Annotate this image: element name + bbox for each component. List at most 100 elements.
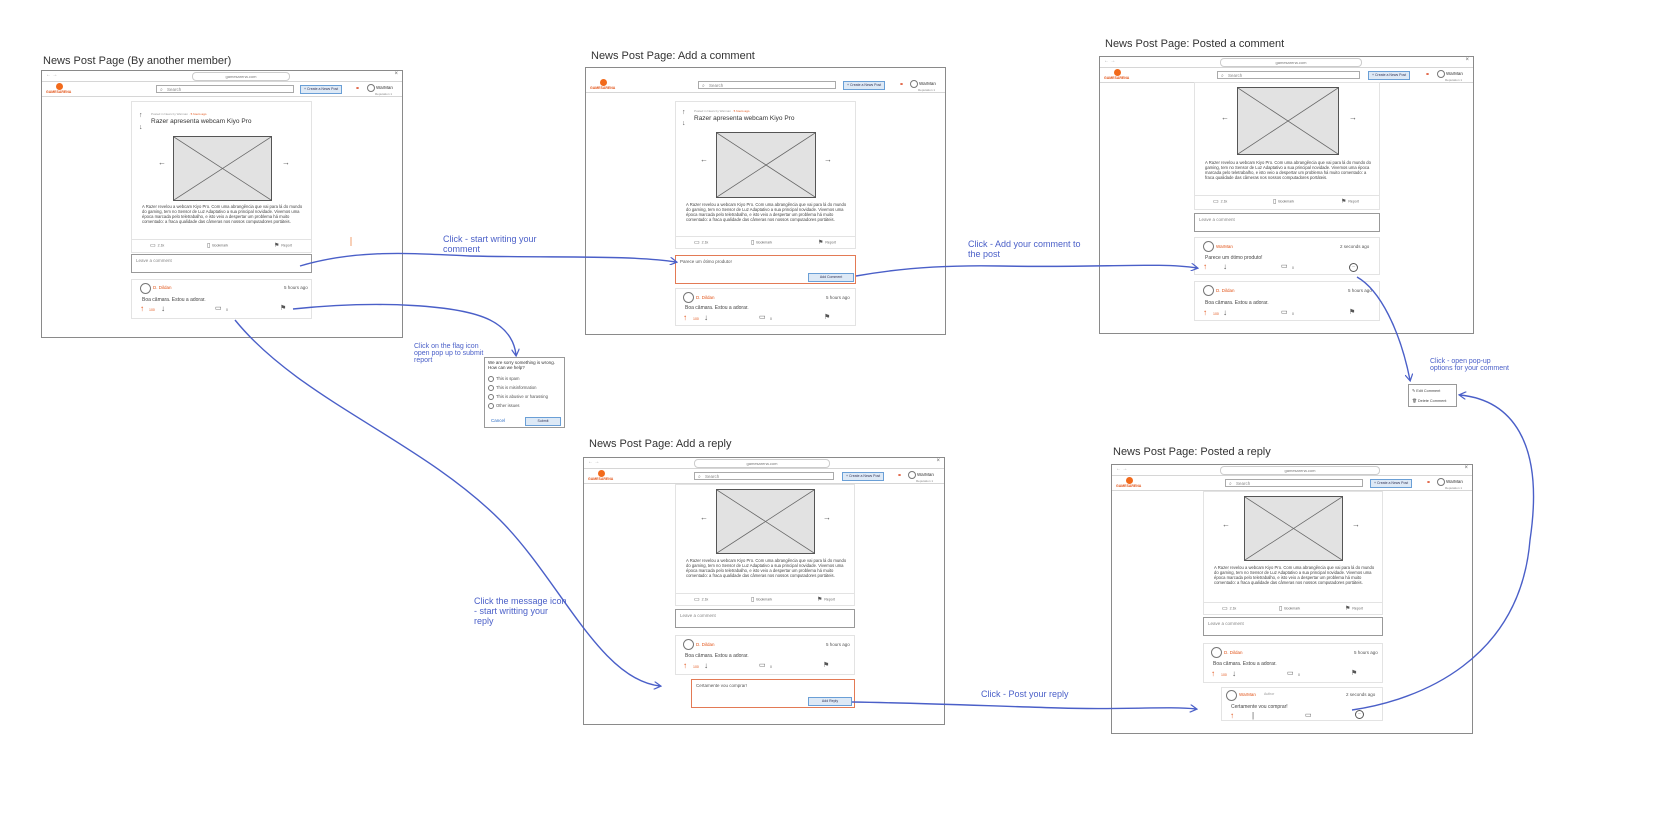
carousel-prev-icon[interactable]: ← bbox=[700, 513, 708, 522]
logo[interactable]: GAMESARENA bbox=[588, 470, 618, 482]
notification-icon[interactable]: ⚭ bbox=[899, 82, 905, 88]
report-action[interactable]: ⚑Report bbox=[274, 242, 292, 249]
downvote-icon[interactable]: ↓ bbox=[704, 661, 708, 670]
search-input[interactable]: ⌕Search bbox=[1225, 479, 1363, 487]
report-action[interactable]: ⚑Report bbox=[817, 596, 835, 603]
comment-input[interactable]: Leave a comment bbox=[675, 609, 855, 628]
reply-message-icon[interactable]: ▭ bbox=[1287, 670, 1294, 677]
upvote-icon[interactable]: ↑ bbox=[683, 313, 687, 322]
reply-message-icon[interactable]: ▭ bbox=[215, 305, 222, 312]
downvote-icon[interactable]: ↓ bbox=[1223, 308, 1227, 317]
flag-icon[interactable]: ⚑ bbox=[1349, 309, 1356, 316]
search-input[interactable]: ⌕Search bbox=[698, 81, 836, 89]
search-input[interactable]: ⌕Search bbox=[1217, 71, 1360, 79]
close-icon[interactable]: × bbox=[1464, 465, 1468, 471]
browser-nav-icon[interactable]: ← → bbox=[1116, 466, 1128, 472]
carousel-next-icon[interactable]: → bbox=[1349, 113, 1357, 122]
reply-message-icon[interactable]: ▭ bbox=[1281, 263, 1288, 270]
bookmark-action[interactable]: ▯Bookmark bbox=[1279, 605, 1300, 612]
notification-icon[interactable]: ⚭ bbox=[355, 86, 361, 92]
upvote-icon[interactable]: ↑ bbox=[1203, 308, 1207, 317]
reply-author[interactable]: WarMan bbox=[1239, 692, 1256, 697]
comments-action[interactable]: ▭2.1k bbox=[1222, 605, 1236, 612]
logo[interactable]: GAMESARENA bbox=[46, 83, 76, 95]
create-news-post-button[interactable]: + Create a News Post bbox=[1368, 71, 1411, 80]
report-action[interactable]: ⚑Report bbox=[818, 239, 836, 246]
bookmark-action[interactable]: ▯Bookmark bbox=[207, 242, 228, 249]
create-news-post-button[interactable]: + Create a News Post bbox=[1370, 479, 1413, 488]
delete-comment-item[interactable]: 🗑 Delete Comment bbox=[1412, 399, 1447, 403]
create-news-post-button[interactable]: + Create a News Post bbox=[842, 472, 885, 481]
report-option-other[interactable]: Other issues bbox=[488, 403, 520, 409]
report-option-abusive[interactable]: This is abusive or harassing bbox=[488, 394, 548, 400]
browser-nav-icon[interactable]: ← → bbox=[46, 72, 58, 78]
logo[interactable]: GAMESARENA bbox=[1116, 477, 1146, 489]
comment-input[interactable]: Leave a comment bbox=[131, 254, 312, 273]
comments-action[interactable]: ▭2.1k bbox=[150, 242, 164, 249]
downvote-icon[interactable]: ↓ bbox=[161, 304, 165, 313]
url-bar[interactable]: gamesarena.com bbox=[192, 72, 290, 81]
comment-author[interactable]: D. Dildan bbox=[153, 285, 172, 290]
close-icon[interactable]: × bbox=[394, 71, 398, 77]
add-reply-button[interactable]: Add Reply bbox=[808, 697, 852, 706]
url-bar[interactable]: gamesarena.com bbox=[694, 459, 830, 468]
report-action[interactable]: ⚑Report bbox=[1341, 198, 1359, 205]
comment-author[interactable]: D. Dildan bbox=[696, 642, 715, 647]
report-option-spam[interactable]: This is spam bbox=[488, 376, 520, 382]
comments-action[interactable]: ▭2.1k bbox=[694, 596, 708, 603]
bookmark-action[interactable]: ▯Bookmark bbox=[1273, 198, 1294, 205]
comment-input[interactable]: Leave a comment bbox=[1194, 213, 1380, 232]
reply-input-active[interactable]: Certamente vou comprar! bbox=[691, 679, 855, 708]
close-icon[interactable]: × bbox=[1465, 57, 1469, 63]
carousel-next-icon[interactable]: → bbox=[823, 513, 831, 522]
bookmark-action[interactable]: ▯Bookmark bbox=[751, 596, 772, 603]
reply-message-icon[interactable]: ▭ bbox=[1305, 712, 1312, 719]
more-options-icon[interactable]: ⋯ bbox=[1349, 263, 1358, 272]
report-action[interactable]: ⚑Report bbox=[1345, 605, 1363, 612]
comment-input-active[interactable]: Parece um ótimo produto! bbox=[675, 255, 856, 284]
upvote-icon[interactable]: ↑ bbox=[1211, 669, 1215, 678]
flag-icon[interactable]: ⚑ bbox=[1351, 670, 1358, 677]
carousel-next-icon[interactable]: → bbox=[1352, 520, 1360, 529]
create-news-post-button[interactable]: + Create a News Post bbox=[843, 81, 886, 90]
search-input[interactable]: ⌕Search bbox=[156, 85, 294, 93]
reply-message-icon[interactable]: ▭ bbox=[1281, 309, 1288, 316]
downvote-icon[interactable]: ↓ bbox=[1232, 669, 1236, 678]
flag-icon[interactable]: ⚑ bbox=[280, 305, 287, 312]
browser-nav-icon[interactable]: ← → bbox=[1104, 58, 1116, 64]
comment-input[interactable]: Leave a comment bbox=[1203, 617, 1383, 636]
carousel-prev-icon[interactable]: ← bbox=[1222, 520, 1230, 529]
flag-icon[interactable]: ⚑ bbox=[824, 314, 831, 321]
url-bar[interactable]: gamesarena.com bbox=[1220, 466, 1380, 475]
edit-comment-item[interactable]: ✎ Edit Comment bbox=[1412, 389, 1441, 393]
more-options-icon[interactable]: ⋯ bbox=[1355, 710, 1364, 719]
downvote-icon[interactable]: ↓ bbox=[704, 313, 708, 322]
cancel-link[interactable]: Cancel bbox=[491, 418, 506, 423]
close-icon[interactable]: × bbox=[936, 458, 940, 464]
flag-icon[interactable]: ⚑ bbox=[823, 662, 830, 669]
add-comment-button[interactable]: Add Comment bbox=[808, 273, 854, 282]
reply-message-icon[interactable]: ▭ bbox=[759, 314, 766, 321]
logo[interactable]: GAMESARENA bbox=[590, 79, 620, 91]
downvote-icon[interactable]: ↓ bbox=[139, 124, 143, 131]
bookmark-action[interactable]: ▯Bookmark bbox=[751, 239, 772, 246]
upvote-icon[interactable]: ↑ bbox=[139, 112, 143, 119]
upvote-icon[interactable]: ↑ bbox=[140, 304, 144, 313]
notification-icon[interactable]: ⚭ bbox=[897, 473, 903, 479]
url-bar[interactable]: gamesarena.com bbox=[1220, 58, 1362, 67]
carousel-prev-icon[interactable]: ← bbox=[1221, 113, 1229, 122]
notification-icon[interactable]: ⚭ bbox=[1425, 72, 1431, 78]
upvote-icon[interactable]: ↑ bbox=[682, 109, 686, 116]
downvote-icon[interactable]: ↓ bbox=[682, 120, 686, 127]
comment-author[interactable]: D. Dildan bbox=[696, 295, 715, 300]
report-option-misinformation[interactable]: This is misinformation bbox=[488, 385, 537, 391]
upvote-icon[interactable]: ↑ bbox=[683, 661, 687, 670]
notification-icon[interactable]: ⚭ bbox=[1426, 480, 1432, 486]
carousel-prev-icon[interactable]: ← bbox=[700, 155, 708, 164]
upvote-icon[interactable]: ↑ bbox=[1230, 711, 1234, 720]
create-news-post-button[interactable]: + Create a News Post bbox=[300, 85, 343, 94]
